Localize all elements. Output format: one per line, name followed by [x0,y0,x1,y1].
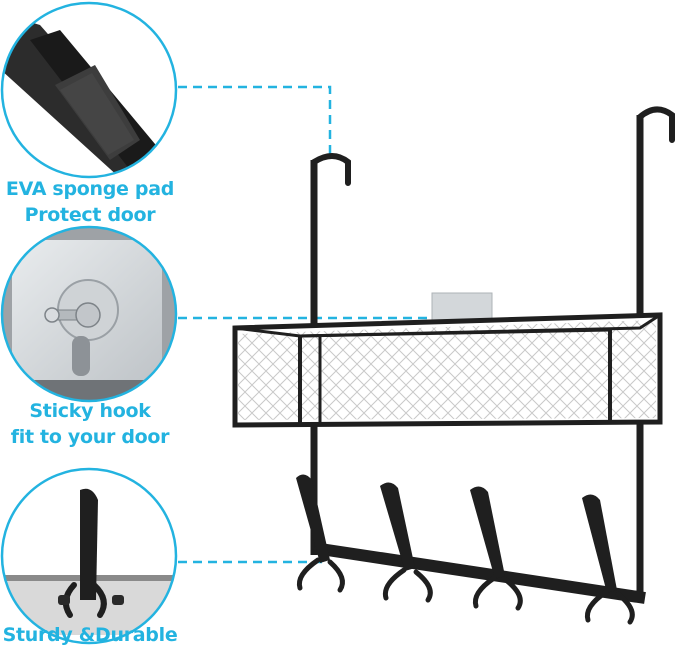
caption-line: EVA sponge pad [5,178,175,200]
coat-hooks [296,474,635,625]
caption-line: Sturdy &Durable [2,624,178,646]
eva-pad-strap-icon [0,1,178,179]
double-hook-icon [0,467,178,645]
sticky-hook-plate-icon [0,225,178,403]
caption-line: Sticky hook [29,400,151,422]
caption-line: fit to your door [10,426,170,448]
feature-caption-sturdy: Sturdy &Durable [0,622,180,648]
mesh-basket [232,312,663,428]
dashed-connector-lines [178,85,468,564]
feature-caption-sticky-hook: Sticky hook fit to your door [0,398,180,450]
feature-caption-eva: EVA sponge pad Protect door [0,176,180,228]
door-rack-product [232,106,675,625]
caption-line: Protect door [24,204,156,226]
